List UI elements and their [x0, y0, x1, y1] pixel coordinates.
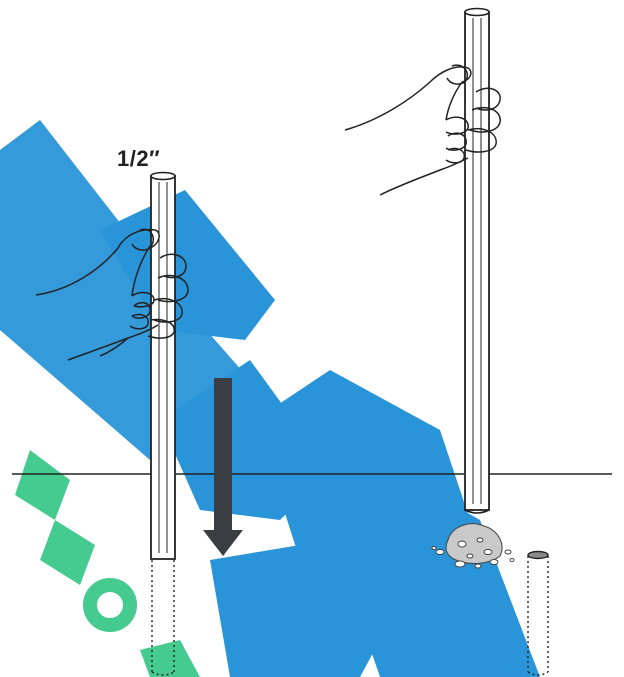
soil-clump-icon	[431, 523, 515, 569]
right-pipe	[464, 7, 490, 514]
hand-grip-icon	[35, 228, 189, 361]
arrow-down-icon	[203, 378, 243, 556]
watermark	[0, 120, 540, 677]
left-pipe-underground	[151, 560, 175, 676]
pipe-size-label: 1/2″	[117, 146, 161, 171]
left-pipe	[150, 171, 176, 560]
pipe-stub	[527, 550, 549, 676]
hand-grip-icon	[344, 64, 501, 196]
